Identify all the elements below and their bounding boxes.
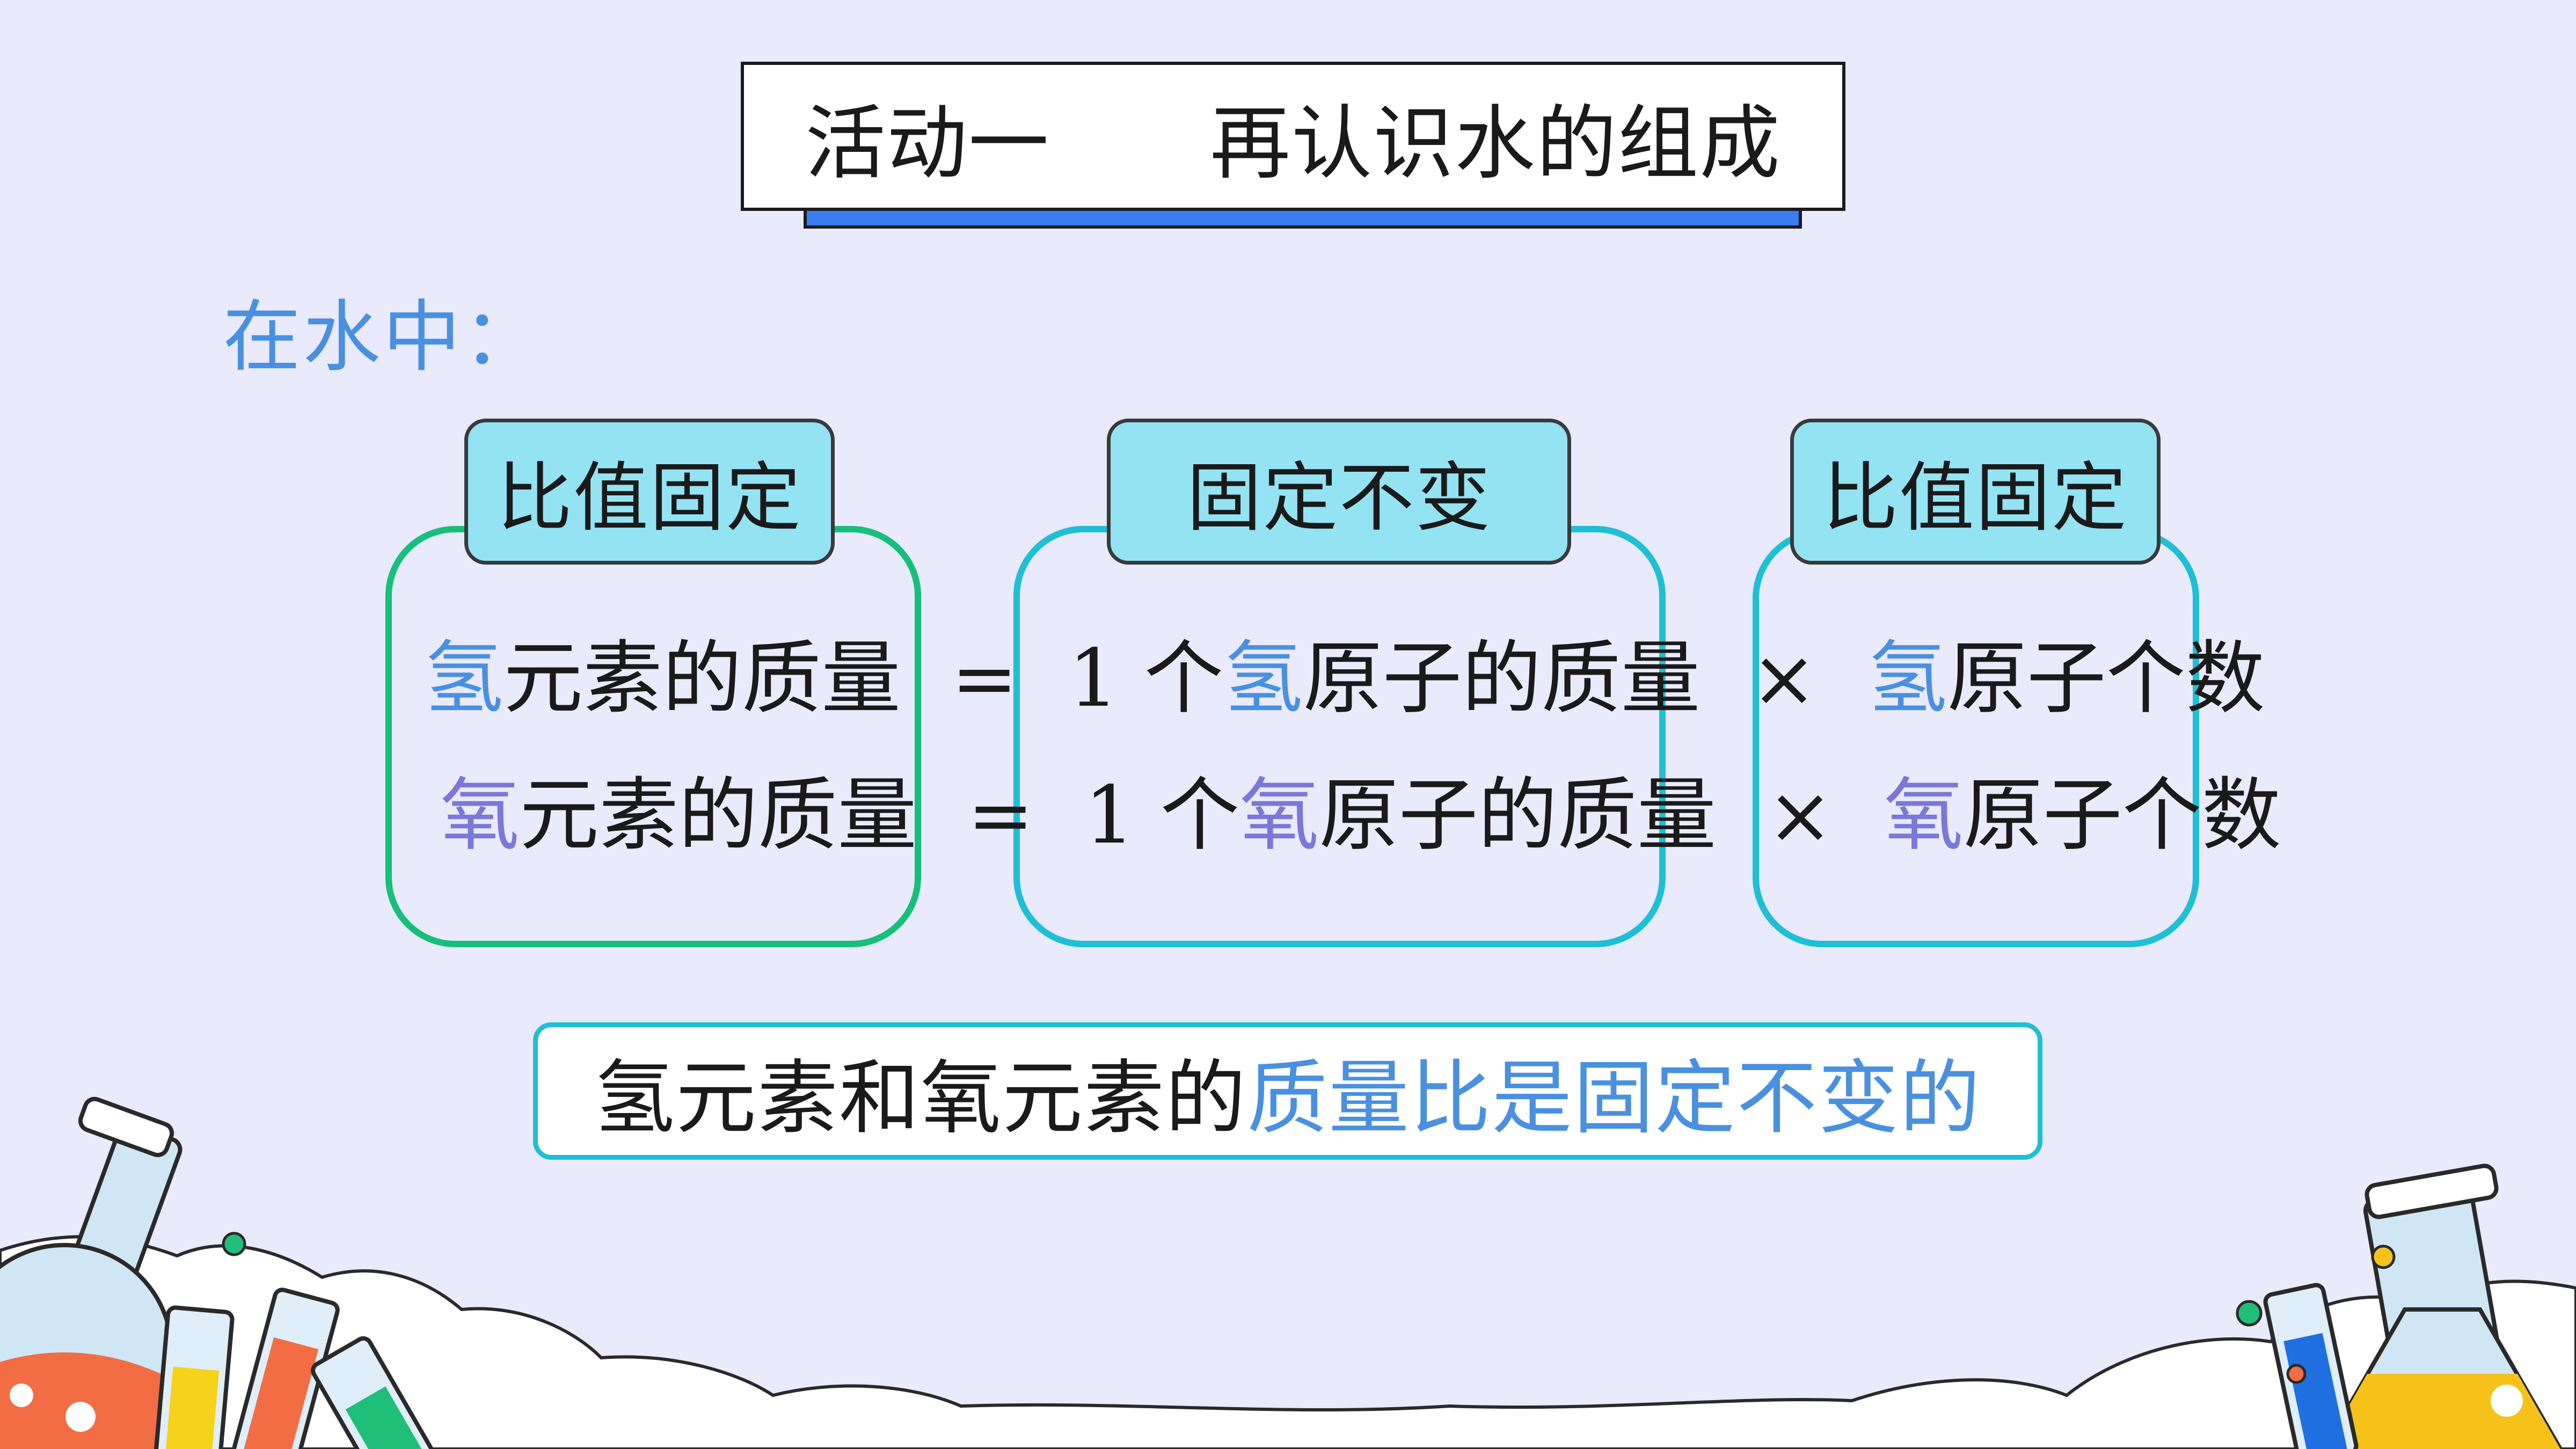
flask-icon (0, 1096, 183, 1449)
bubble-icon (2371, 1245, 2396, 1269)
beaker-icon (2322, 1163, 2563, 1449)
equation-oxygen: 氧元素的质量 = 1 个氧原子的质量 × 氧原子个数 (440, 769, 2281, 861)
test-tube-icon (152, 1287, 441, 1449)
group-element-mass (385, 526, 921, 947)
group-atom-count (1753, 529, 2199, 947)
bubble-icon (2236, 1300, 2263, 1327)
bubble-icon (222, 1232, 246, 1256)
times-sign: × (1750, 632, 1818, 724)
times-sign: × (1767, 769, 1834, 861)
conclusion-highlight: 质量比是固定不变的 (1247, 1051, 1982, 1145)
tag-ratio-fixed-left: 比值固定 (464, 419, 835, 565)
bubble-icon (2286, 1364, 2307, 1384)
equals-sign: = (951, 632, 1018, 724)
conclusion-box: 氢元素和氧元素的质量比是固定不变的 (533, 1022, 2042, 1160)
subheading: 在水中： (223, 292, 543, 383)
element-oxygen: 氧 (440, 769, 520, 861)
tag-ratio-fixed-right: 比值固定 (1790, 419, 2161, 565)
element-hydrogen: 氢 (424, 632, 503, 724)
title-activity: 活动一 (805, 97, 1050, 191)
conclusion-plain: 氢元素和氧元素的 (594, 1051, 1247, 1145)
page-title: 活动一 再认识水的组成 (741, 62, 1845, 211)
title-topic: 再认识水的组成 (1210, 97, 1782, 191)
title-box (741, 62, 1845, 211)
group-atom-mass (1013, 526, 1666, 947)
equation-hydrogen: 氢元素的质量 = 1 个氢原子的质量 × 氢原子个数 (424, 632, 2265, 724)
tag-constant: 固定不变 (1107, 419, 1571, 565)
cloud-shape (0, 1235, 2576, 1449)
equals-sign: = (967, 769, 1034, 861)
